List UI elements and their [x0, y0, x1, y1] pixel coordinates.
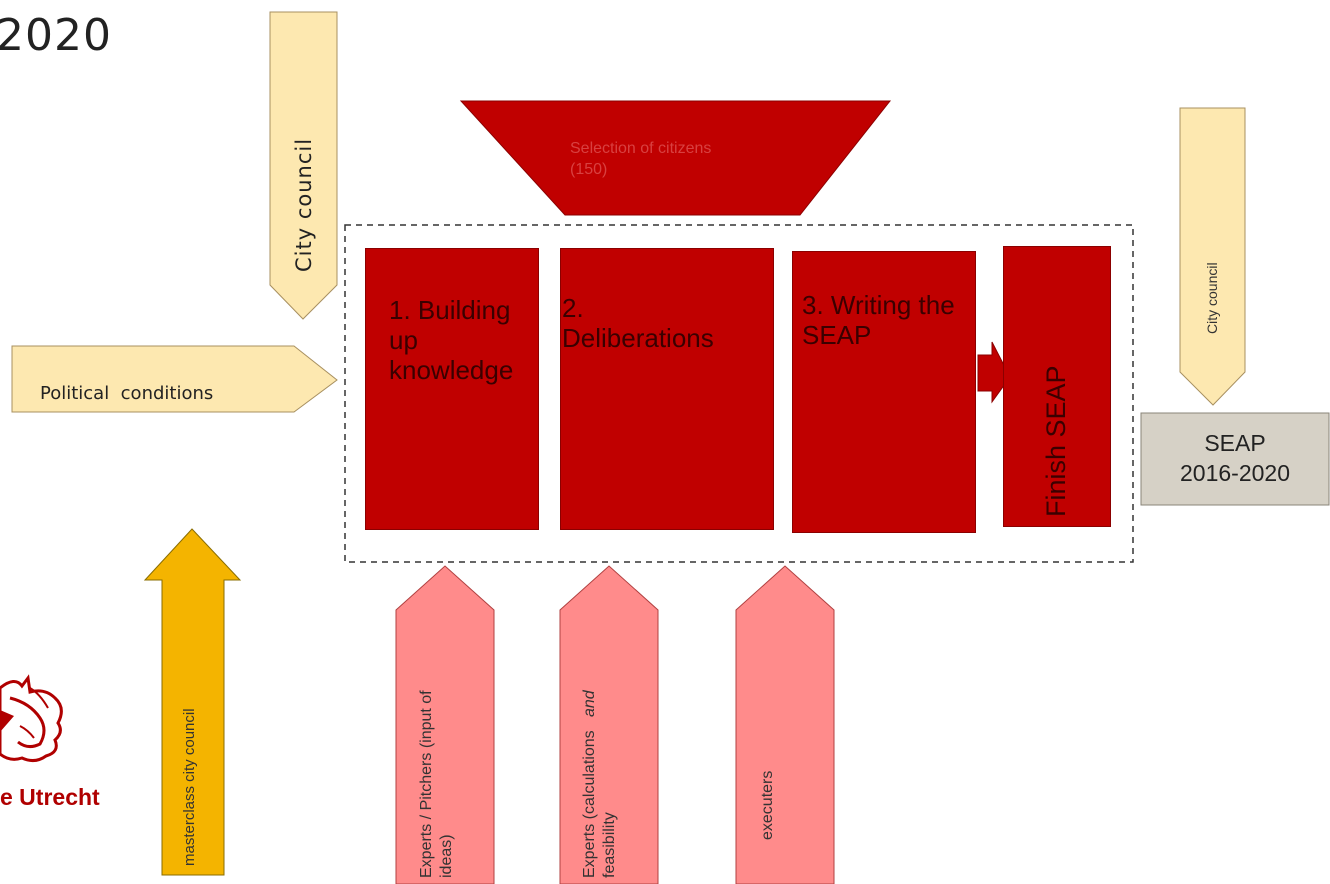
funnel-label-line2: (150): [570, 161, 608, 178]
political-conditions-label: Political conditions: [40, 383, 214, 404]
phase-label-deliberations: 2. Deliberations: [562, 293, 714, 353]
phase-label-building-knowledge: 1. Building up knowledge: [389, 295, 514, 385]
phase-arrow-icon: [977, 341, 1011, 404]
experts-pitchers-line2: ideas): [438, 834, 455, 878]
process-frame: [344, 224, 1134, 563]
experts-calculations-line2: feasibility: [601, 812, 618, 878]
university-logo-text: e Utrecht: [0, 784, 100, 810]
city-council-left-label: City council: [292, 137, 316, 272]
city-council-right-arrow: [1179, 107, 1246, 406]
university-logo-icon: [0, 674, 63, 763]
phase-box-building-knowledge: [365, 248, 539, 530]
phase-label-writing-seap: 3. Writing the SEAP: [802, 290, 955, 350]
experts-calculations-and: and: [581, 690, 598, 718]
city-council-left-arrow: [269, 11, 338, 320]
experts-calculations-arrow: [559, 565, 659, 884]
seap-output-label: SEAP 2016-2020: [1141, 428, 1329, 488]
experts-pitchers-arrow: [395, 565, 495, 884]
seap-output-line2: 2016-2020: [1180, 460, 1290, 486]
political-conditions-arrow: [11, 345, 338, 413]
seap-output-box: [1140, 412, 1330, 506]
funnel-label: Selection of citizens (150): [570, 138, 711, 180]
funnel-label-line1: Selection of citizens: [570, 140, 712, 157]
experts-calculations-line1: Experts (calculations: [581, 730, 598, 878]
experts-calculations-label: Experts (calculations and feasibility: [580, 690, 620, 878]
phase-label-finish-seap: Finish SEAP: [1041, 365, 1071, 517]
phase-box-deliberations: [560, 248, 774, 530]
seap-output-line1: SEAP: [1204, 430, 1266, 456]
executers-label: executers: [759, 770, 776, 840]
phase-box-finish-seap: [1003, 246, 1111, 527]
experts-pitchers-line1: Experts / Pitchers (input of: [418, 690, 435, 878]
masterclass-label: masterclass city council: [181, 708, 198, 866]
phase-box-writing-seap: [792, 251, 976, 533]
city-council-right-label: City council: [1204, 262, 1220, 334]
masterclass-arrow: [143, 528, 242, 876]
selection-funnel: [459, 100, 892, 216]
experts-pitchers-label: Experts / Pitchers (input of ideas): [417, 690, 457, 878]
executers-arrow: [735, 565, 835, 884]
slide-title: 2020: [0, 10, 112, 61]
